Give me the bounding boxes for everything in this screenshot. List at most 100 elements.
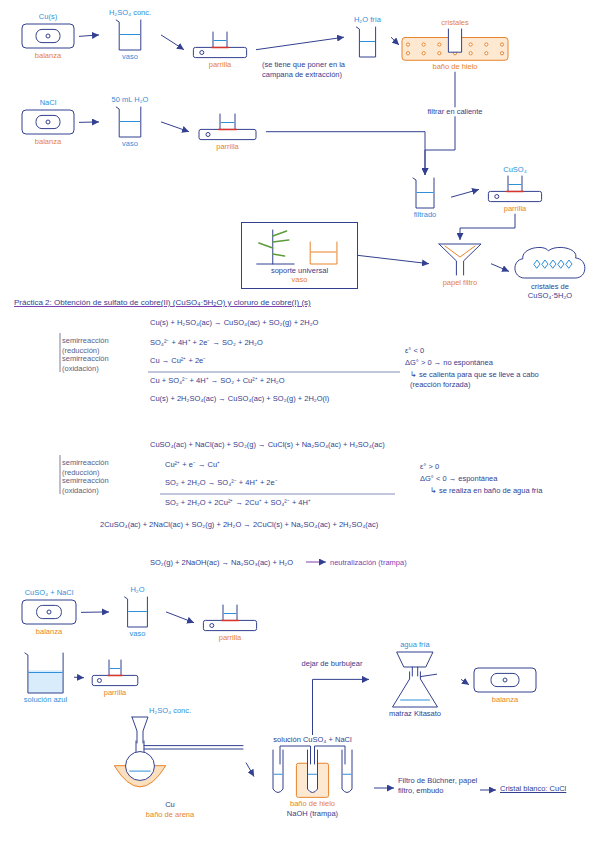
apparatus-icon [18,597,80,627]
sketch-stroke [308,750,318,793]
sketch-stroke [273,750,283,793]
text-group: soporte universalvaso [245,266,354,285]
node-text: filtrado [399,210,451,219]
sketch-shape [47,610,51,614]
sketch-stroke [397,652,433,667]
text-group: H₂O [109,585,166,594]
balance-icon: NaCl balanza [17,98,79,147]
sketch-shape [503,678,507,682]
text-group: 50 mL H₂O [99,95,161,104]
apparatus-sketch [92,660,138,686]
annotation-text: semirreacción (reducción) [62,336,147,356]
sketch-stroke [393,672,438,707]
annotation-text: semirreacción (oxidación) [62,476,147,496]
apparatus-icon [190,112,265,142]
node-text: baño de arena [94,810,246,819]
apparatus-sketch [125,597,148,627]
sketch-shape [406,43,409,46]
annotation-text: SO₂ + 2H₂O + 2Cu²⁺ → 2Cu⁺ + SO₄²⁻ + 4H⁺ [165,498,385,508]
annotation-text: ΔG° < 0 → espontánea [420,474,550,484]
text-group: balanza [17,137,79,146]
sketch-stroke [130,771,150,772]
apparatus-sketch [203,605,256,631]
node-text: solución CuSO₄ + NaCl [254,735,371,744]
balance-icon: Cu(s) balanza [17,12,79,61]
node-text: balanza [17,627,81,636]
sketch-stroke [534,260,540,268]
node-text: CuSO₄ [479,165,551,174]
flow-arrow [374,788,394,789]
text-group: NaCl [17,98,79,107]
annotation-text: ε° > 0 [420,462,480,472]
sketch-shape [199,129,256,139]
flow-connector [313,679,370,735]
sketch-stroke [360,41,374,42]
connector-label: dejar de burbujear [300,659,365,668]
apparatus-sketch [193,32,246,58]
sketch-shape [485,43,488,46]
sketch-shape [37,606,62,619]
sketch-stroke [309,774,317,775]
apparatus-sketch [116,20,141,50]
sketch-shape [92,675,138,685]
sketch-stroke [144,745,243,746]
flow-connector [79,121,99,123]
annotation-text: semirreacción (oxidación) [62,354,147,374]
apparatus-sketch [488,176,541,202]
text-group: parrilla [194,633,266,642]
node-text: balanza [469,695,541,704]
sketch-stroke [342,750,352,793]
node-text: vaso [245,275,354,284]
apparatus-icon [400,27,510,62]
sketch-shape [422,43,425,46]
connector-label: filtrar en caliente [425,107,484,116]
sketch-shape [491,673,519,686]
node-text: agua fría [369,640,461,649]
sketch-stroke [116,107,141,137]
text-group: balanza [469,695,541,704]
sketch-stroke [315,746,346,764]
sketch-stroke [213,32,227,47]
node-text: cristales de CuSO₄·5H₂O [509,282,591,301]
node-text: cristales [399,18,511,27]
apparatus-sketch [116,107,141,137]
text-group: parrilla [184,60,256,69]
balance-icon: balanza [469,665,541,704]
apparatus-icon [430,240,490,278]
sketch-shape [438,43,441,46]
text-group: cristales de CuSO₄·5H₂O [509,282,591,301]
reaction-flask: H₂SO₄ conc.Cubaño de arena [94,706,246,819]
node-text: H₂O [109,585,166,594]
apparatus-icon [95,715,245,800]
annotation-text: ΔG° > 0 → no espontánea [405,358,535,368]
node-text: H₂O fría [344,15,391,24]
hot-plate: parrilla [84,658,146,697]
sketch-shape [193,47,246,57]
text-group: parrilla [479,204,551,213]
annotation-text: 2CuSO₄(ac) + 2NaCl(ac) + SO₂(g) + 2H₂O →… [100,520,540,530]
text-group: solución azul [17,695,74,704]
sum-line [148,372,400,373]
ice-bath: cristales baño de hielo [399,18,511,72]
text-group: balanza [17,51,79,60]
text-group: baño de hielo [399,62,511,71]
annotation-text: ε° < 0 [405,346,465,356]
sketch-shape [469,52,472,55]
beaker-icon: H₂Ovaso [109,585,166,639]
annotation-text: Cu → Cu²⁺ + 2e⁻ [150,356,370,366]
apparatus-icon [18,21,78,51]
apparatus-sketch [413,178,434,208]
node-text: vaso [99,139,161,148]
flow-connector [161,35,184,50]
apparatus-sketch [257,230,337,264]
apparatus-icon [18,107,78,137]
flow-connector [460,214,515,240]
flow-connector [256,37,344,50]
sketch-stroke [413,178,434,208]
sketch-stroke [132,717,148,743]
apparatus-sketch [393,652,438,707]
node-text: vaso [99,52,161,61]
node-text: Cu(s) [17,12,79,21]
